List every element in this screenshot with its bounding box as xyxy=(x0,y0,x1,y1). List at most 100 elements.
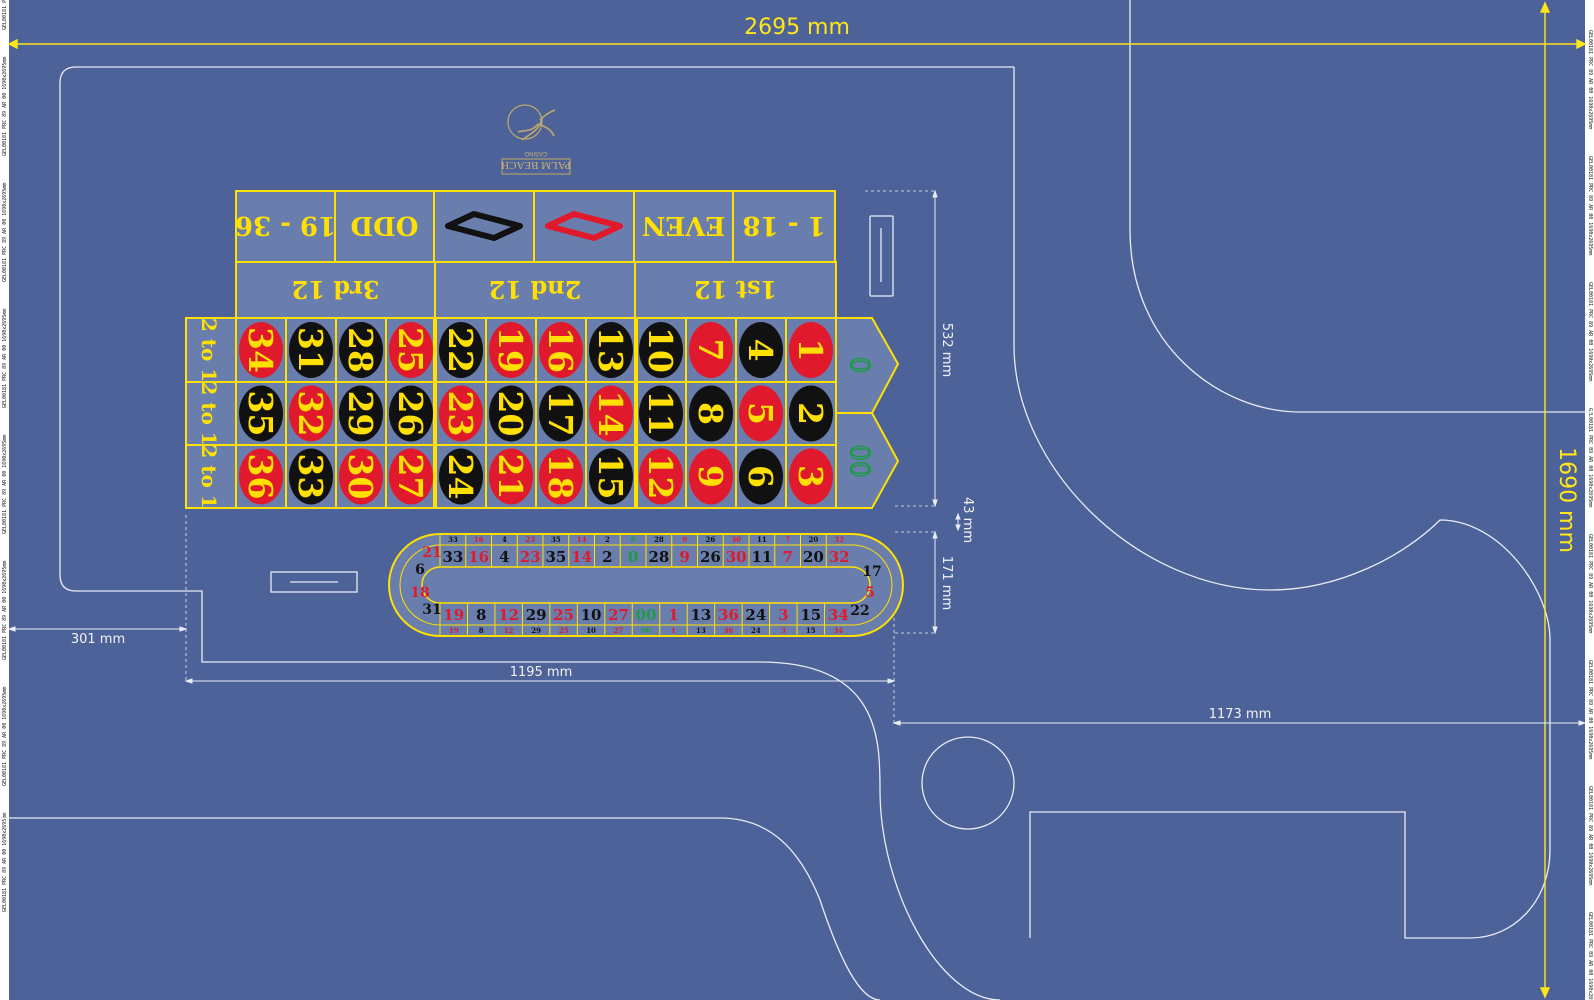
racetrack-number: 1 xyxy=(668,606,678,624)
number-label: 13 xyxy=(591,327,630,373)
number-oval xyxy=(239,385,283,442)
number-label: 12 xyxy=(641,454,680,500)
left-margin-arrow-left xyxy=(7,626,16,632)
outside-bet-label: EVEN xyxy=(642,210,726,240)
edge-code-left: GEL00181 PRC 89 AR 00 1690x2695mm xyxy=(2,0,8,30)
right-section-arrow-left xyxy=(892,720,901,726)
outside-bet-box xyxy=(235,190,336,263)
racetrack-small-number: 15 xyxy=(806,626,816,635)
number-label: 5 xyxy=(741,402,780,425)
outside-bet-label: 19 - 36 xyxy=(235,210,336,240)
racetrack-number: 20 xyxy=(803,548,824,566)
number-oval xyxy=(439,448,483,505)
edge-code-right: GEL00181 PRC 89 AR 00 1690x2695mm xyxy=(1587,912,1593,1000)
number-oval xyxy=(739,322,783,378)
racetrack-small-number: 36 xyxy=(724,626,734,635)
main-dimension-lines xyxy=(7,1,1587,999)
gap-arrow-top xyxy=(955,512,961,520)
number-label: 6 xyxy=(741,465,780,488)
number-label: 31 xyxy=(291,327,330,373)
gap-arrow-bottom xyxy=(955,524,961,532)
number-oval xyxy=(289,322,333,378)
grid-depth-arrow-top xyxy=(932,189,938,198)
layout-width-label: 1195 mm xyxy=(510,665,573,680)
racetrack-small-number: 35 xyxy=(551,535,561,544)
racetrack-small-number: 4 xyxy=(502,535,507,544)
outside-bet-label: 1 - 18 xyxy=(742,210,825,240)
number-label: 8 xyxy=(691,402,730,425)
double-zero-pocket xyxy=(835,412,900,509)
racetrack-number: 14 xyxy=(571,548,592,566)
grid-depth-arrow-bottom xyxy=(932,499,938,508)
racetrack-small-number: 29 xyxy=(531,626,541,635)
racetrack-number: 10 xyxy=(581,606,602,624)
racetrack-depth-label: 171 mm xyxy=(939,556,954,610)
logo-palm-icon xyxy=(517,109,556,141)
edge-code-left: GEL00181 PRC 89 AR 00 1690x2695mm xyxy=(2,435,8,534)
number-label: 30 xyxy=(341,454,380,500)
large-curve-outline xyxy=(1013,67,1551,939)
racetrack-number: 23 xyxy=(520,548,541,566)
racetrack-small-number: 0 xyxy=(631,535,636,544)
racetrack-small-number: 19 xyxy=(449,626,459,635)
edge-code-right: GEL00181 PRC 89 AR 00 1690x2695mm xyxy=(1587,30,1593,129)
racetrack-number: 11 xyxy=(751,548,772,566)
zero-label: 00 xyxy=(844,444,874,477)
logo-name: PALM BEACH xyxy=(501,159,571,171)
racetrack-small-number: 23 xyxy=(525,535,535,544)
edge-code-right: GEL00181 PRC 89 AR 00 1690x2695mm xyxy=(1587,156,1593,255)
outside-bet-box xyxy=(334,190,435,263)
racetrack-number: 28 xyxy=(648,548,669,566)
column-bet-label: 2 to 1 xyxy=(197,381,221,445)
width-arrow-right xyxy=(1576,38,1587,50)
number-label: 35 xyxy=(241,391,280,437)
dozen-bet-box xyxy=(235,261,436,319)
racetrack-number: 5 xyxy=(865,585,875,601)
number-label: 28 xyxy=(341,327,380,373)
edge-code-left: GEL00181 PRC 89 AR 00 1690x2695mm xyxy=(2,561,8,660)
number-oval xyxy=(339,448,383,505)
zero-pocket xyxy=(835,317,900,414)
racetrack-number: 31 xyxy=(422,602,441,618)
outside-bet-box xyxy=(633,190,734,263)
edge-code-right: GEL00181 PRC 89 AR 00 1690x2695mm xyxy=(1587,408,1593,507)
zero-label: 0 xyxy=(844,357,874,374)
racetrack-small-number: 7 xyxy=(785,535,790,544)
number-label: 26 xyxy=(391,391,430,437)
number-oval xyxy=(639,448,683,505)
number-oval xyxy=(589,322,633,378)
edge-code-left: GEL00181 PRC 89 AR 00 1690x2695mm xyxy=(2,813,8,912)
number-label: 19 xyxy=(491,327,530,373)
height-arrow-top xyxy=(1539,1,1551,13)
racetrack-small-number: 12 xyxy=(504,626,514,635)
dozen-bet-box xyxy=(634,261,837,319)
racetrack-number: 33 xyxy=(442,548,463,566)
number-oval xyxy=(639,385,683,442)
racetrack-small-number: 16 xyxy=(474,535,484,544)
racetrack-number: 27 xyxy=(608,606,629,624)
racetrack-small-number: 2 xyxy=(605,535,610,544)
number-oval xyxy=(639,322,683,378)
number-label: 34 xyxy=(241,327,280,373)
racetrack-number: 15 xyxy=(800,606,821,624)
racetrack-small-number: 25 xyxy=(559,626,569,635)
dozen-bet-label: 3rd 12 xyxy=(292,275,380,304)
racetrack-small-number: 11 xyxy=(757,535,767,544)
grid-depth-label: 532 mm xyxy=(939,323,954,377)
racetrack-small-number: 3 xyxy=(781,626,786,635)
racetrack-number: 8 xyxy=(476,606,486,624)
number-label: 17 xyxy=(541,391,580,437)
number-label: 9 xyxy=(691,465,730,488)
right-section-label: 1173 mm xyxy=(1209,707,1272,722)
number-oval xyxy=(239,448,283,505)
red-diamond-icon xyxy=(545,211,623,241)
racetrack-arrow-bottom xyxy=(932,626,938,635)
racetrack-number: 4 xyxy=(499,548,509,566)
layout-width-arrow-right xyxy=(887,678,896,684)
number-oval xyxy=(589,448,633,505)
number-oval xyxy=(539,385,583,442)
racetrack-small-number: 24 xyxy=(751,626,761,635)
racetrack-small-number: 8 xyxy=(479,626,484,635)
